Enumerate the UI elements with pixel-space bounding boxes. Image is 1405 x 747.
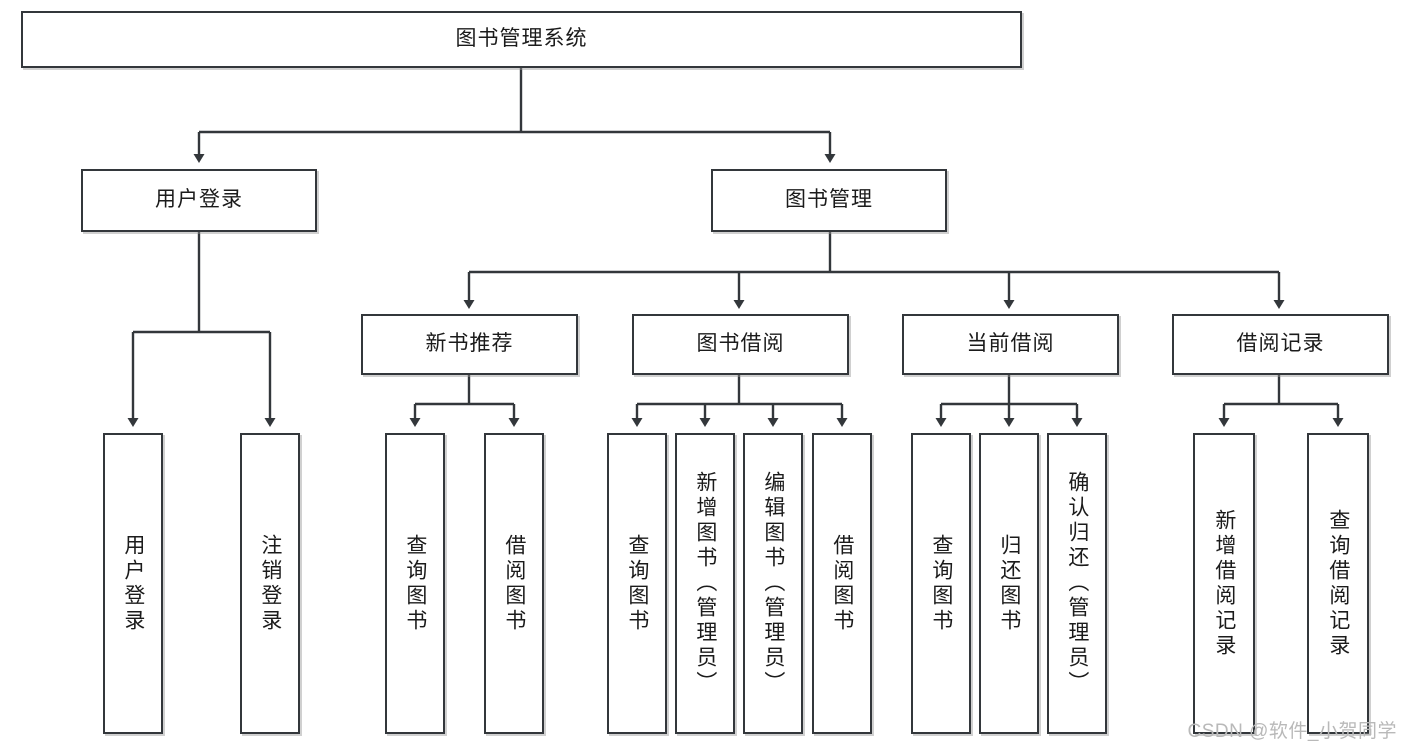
node-leaf-edit-book-admin-label: 编辑图书（管理员） [761,471,785,696]
node-leaf-add-book-admin[interactable]: 新增图书（管理员） [675,433,735,734]
node-leaf-query-book-current-label: 查询图书 [929,533,953,634]
node-leaf-return-book[interactable]: 归还图书 [979,433,1039,734]
node-leaf-edit-book-admin[interactable]: 编辑图书（管理员） [743,433,803,734]
node-leaf-add-borrow-record[interactable]: 新增借阅记录 [1193,433,1255,734]
node-leaf-return-book-label: 归还图书 [997,533,1021,634]
node-book-management[interactable]: 图书管理 [711,169,947,232]
node-borrow-record-label: 借阅记录 [1236,332,1325,356]
node-current-borrow[interactable]: 当前借阅 [902,314,1119,375]
node-new-book-recommend[interactable]: 新书推荐 [361,314,578,375]
watermark-text: CSDN @软件_小贺同学 [1187,721,1397,742]
node-leaf-query-borrow-record[interactable]: 查询借阅记录 [1307,433,1369,734]
node-leaf-borrow-book[interactable]: 借阅图书 [812,433,872,734]
node-leaf-add-book-admin-label: 新增图书（管理员） [693,471,717,696]
node-leaf-query-book-label: 查询图书 [625,533,649,634]
node-book-management-label: 图书管理 [785,188,873,212]
node-leaf-logout-label: 注销登录 [258,533,282,634]
node-leaf-confirm-return-admin[interactable]: 确认归还（管理员） [1047,433,1107,734]
node-leaf-confirm-return-admin-label: 确认归还（管理员） [1065,471,1089,696]
node-leaf-query-book-recommend[interactable]: 查询图书 [385,433,445,734]
node-root-label: 图书管理系统 [455,27,588,51]
node-root[interactable]: 图书管理系统 [21,11,1022,68]
node-leaf-user-login-label: 用户登录 [121,533,145,634]
node-leaf-query-borrow-record-label: 查询借阅记录 [1326,508,1350,659]
node-borrow-record[interactable]: 借阅记录 [1172,314,1389,375]
node-book-borrow[interactable]: 图书借阅 [632,314,849,375]
node-leaf-query-book-recommend-label: 查询图书 [403,533,427,634]
node-new-book-recommend-label: 新书推荐 [425,332,514,356]
node-leaf-user-login[interactable]: 用户登录 [103,433,163,734]
node-leaf-borrow-book-recommend-label: 借阅图书 [502,533,526,634]
node-leaf-query-book[interactable]: 查询图书 [607,433,667,734]
node-book-borrow-label: 图书借阅 [696,332,785,356]
node-current-borrow-label: 当前借阅 [966,332,1055,356]
node-user-login-label: 用户登录 [155,188,243,212]
node-leaf-borrow-book-recommend[interactable]: 借阅图书 [484,433,544,734]
node-leaf-add-borrow-record-label: 新增借阅记录 [1212,508,1236,659]
node-user-login[interactable]: 用户登录 [81,169,317,232]
node-leaf-query-book-current[interactable]: 查询图书 [911,433,971,734]
node-leaf-borrow-book-label: 借阅图书 [830,533,854,634]
node-leaf-logout[interactable]: 注销登录 [240,433,300,734]
